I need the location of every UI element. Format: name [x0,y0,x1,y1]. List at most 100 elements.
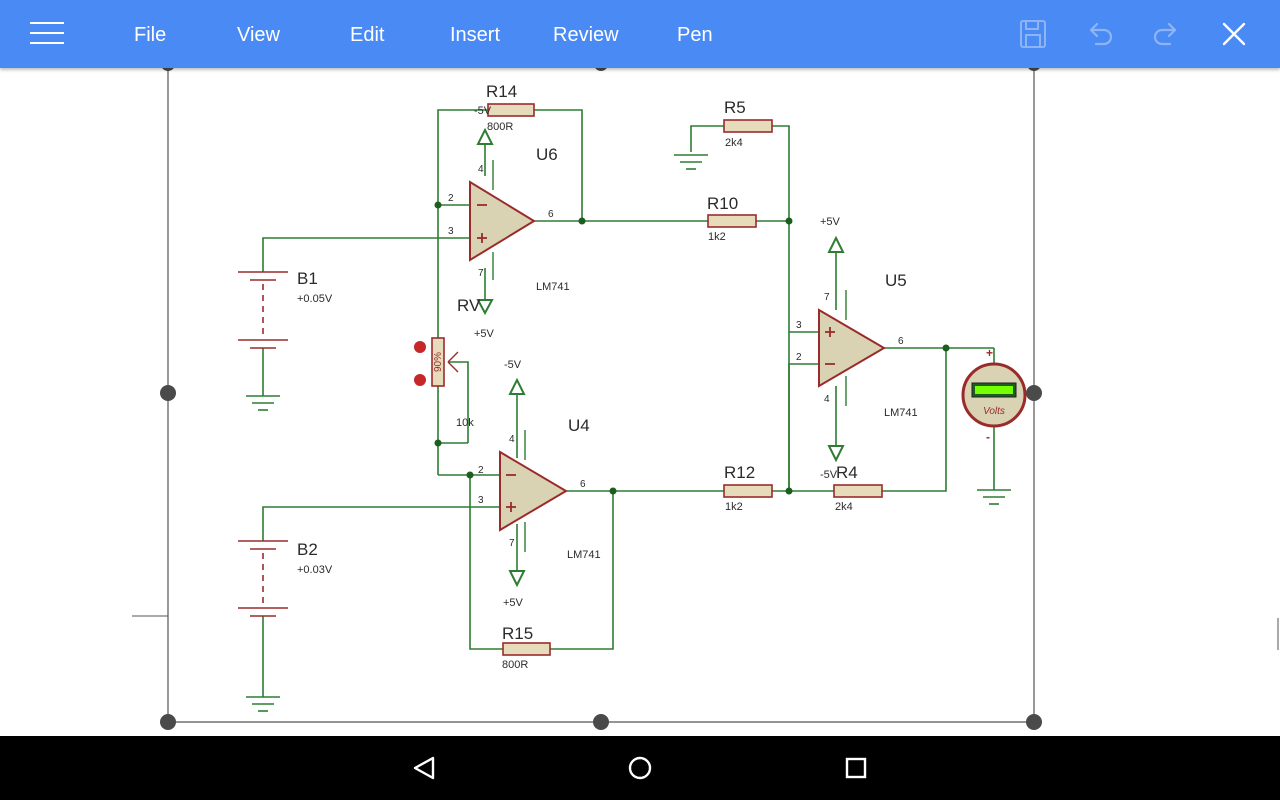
svg-text:+: + [986,346,993,360]
pot-decrement-button[interactable] [414,341,426,353]
pin-u5-vpos: 7 [824,292,830,303]
menu-hamburger-icon[interactable] [30,22,64,46]
label-r12: R12 [724,463,755,482]
resize-handle-left[interactable] [160,385,176,401]
value-b2: +0.03V [297,564,333,576]
system-navigation-bar [0,736,1280,800]
save-icon[interactable] [1015,16,1051,52]
resistor-r14[interactable] [487,103,535,117]
resize-handle-top[interactable] [594,57,608,71]
value-b1: +0.05V [297,293,333,305]
potentiometer-rv[interactable] [431,337,445,387]
menu-file[interactable]: File [134,24,167,46]
recents-icon[interactable] [838,750,874,786]
pin-u6-vneg: 4 [478,164,484,175]
pin-u4-inv: 2 [478,465,484,476]
label-b1: B1 [297,269,318,288]
back-icon[interactable] [406,750,442,786]
pin-u5-out: 6 [898,336,904,347]
label-u6: U6 [536,145,558,164]
close-icon[interactable] [1216,16,1252,52]
pot-increment-button[interactable] [414,374,426,386]
pin-numbers: 2 3 6 2 3 6 3 2 6 4 7 4 7 7 4 [448,164,904,549]
pin-u6-noninv: 3 [448,226,454,237]
document-canvas[interactable]: Volts + - R14 800R -5V U6 LM741 +5V R5 2… [0,57,1280,736]
pin-u6-vpos: 7 [478,268,484,279]
pin-u5-vneg: 4 [824,394,830,405]
supply-label-u5-pos: +5V [820,216,841,228]
value-r14: 800R [487,121,513,133]
svg-text:-: - [986,430,990,444]
resistor-r12[interactable] [723,484,773,498]
pin-u5-noninv: 3 [796,320,802,331]
pin-u4-out: 6 [580,479,586,490]
supply-arrows [476,127,845,588]
supply-label-u6-pos: +5V [474,328,495,340]
label-u5: U5 [885,271,907,290]
pin-u4-noninv: 3 [478,495,484,506]
menu-pen[interactable]: Pen [677,24,713,46]
voltmeter[interactable]: Volts + - [961,346,1027,444]
label-r10: R10 [707,194,738,213]
value-r4: 2k4 [835,501,853,513]
menu-edit[interactable]: Edit [350,24,385,46]
pin-u6-inv: 2 [448,193,454,204]
value-r12: 1k2 [725,501,743,513]
part-u6: LM741 [536,281,570,293]
resistors [431,103,883,656]
label-rv: RV [457,296,481,315]
voltmeter-unit: Volts [983,406,1005,417]
opamp-u5[interactable] [818,308,886,388]
supply-label-u4-neg: -5V [504,359,522,371]
part-u4: LM741 [567,549,601,561]
resistor-r10[interactable] [707,214,757,228]
menu-review[interactable]: Review [553,24,619,46]
label-r15: R15 [502,624,533,643]
schematic-image[interactable]: Volts + - R14 800R -5V U6 LM741 +5V R5 2… [0,57,1280,736]
opamp-u6[interactable] [469,180,536,262]
label-u4: U4 [568,416,590,435]
label-r4: R4 [836,463,858,482]
supply-label-u6-neg: -5V [474,105,492,117]
value-r15: 800R [502,659,528,671]
pin-u5-inv: 2 [796,352,802,363]
value-r5: 2k4 [725,137,743,149]
part-u5: LM741 [884,407,918,419]
label-r14: R14 [486,82,517,101]
value-rv: 10k [456,417,474,429]
label-r5: R5 [724,98,746,117]
opamps [469,180,886,532]
ground-symbols [246,154,1011,712]
menu-view[interactable]: View [237,24,280,46]
resize-handle-right[interactable] [1026,385,1042,401]
resize-handle-bottom-left[interactable] [160,714,176,730]
opamp-u4[interactable] [499,450,568,532]
supply-label-u4-pos: +5V [503,597,524,609]
wire-junctions [434,201,950,495]
resize-handle-top-left[interactable] [161,57,175,71]
app-toolbar: File View Edit Insert Review Pen [0,0,1280,68]
selection-frame[interactable] [132,68,1279,723]
pin-u4-vneg: 4 [509,434,515,445]
redo-icon[interactable] [1148,16,1184,52]
resize-handle-bottom-right[interactable] [1026,714,1042,730]
pin-u6-out: 6 [548,209,554,220]
opamp-signs [477,204,835,512]
batteries [238,271,288,617]
resistor-r4[interactable] [833,484,883,498]
resistor-r5[interactable] [723,119,773,133]
component-labels: R14 800R -5V U6 LM741 +5V R5 2k4 R10 1k2… [297,82,918,671]
value-r10: 1k2 [708,231,726,243]
supply-label-u5-neg: -5V [820,469,838,481]
resize-handle-bottom[interactable] [593,714,609,730]
home-icon[interactable] [622,750,658,786]
resistor-r15[interactable] [502,642,551,656]
menu-insert[interactable]: Insert [450,24,501,46]
undo-icon[interactable] [1082,16,1118,52]
resize-handle-top-right[interactable] [1027,57,1041,71]
label-b2: B2 [297,540,318,559]
pot-wiper-arrow [447,351,459,373]
rv-wiper-percent: 90% [433,352,444,372]
circuit-wires [262,109,995,697]
opamp-offset-pins [492,160,847,552]
